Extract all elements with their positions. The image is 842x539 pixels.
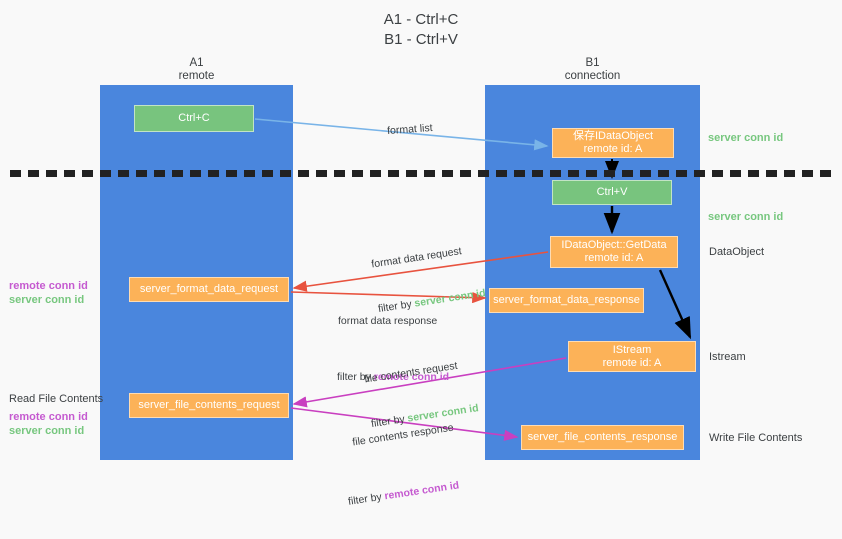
arrow-file-contents-request	[292, 357, 567, 408]
caption-format-data-response-line2: filter by remote conn id	[337, 370, 449, 385]
caption-filter-prefix-2: filter by	[337, 371, 374, 383]
phase-divider	[10, 170, 832, 177]
arrow-file-contents-response	[290, 407, 519, 441]
node-server-format-data-request[interactable]: server_format_data_request	[129, 277, 289, 302]
caption-format-data-request-line1: format data request	[370, 245, 463, 271]
caption-filter-prefix-4: filter by	[347, 490, 386, 508]
label-write-file-contents: Write File Contents	[709, 432, 803, 444]
caption-format-data-response: format data response filter by remote co…	[337, 284, 449, 415]
node-server-file-contents-request[interactable]: server_file_contents_request	[129, 393, 289, 418]
arrow-format-data-request	[292, 251, 549, 292]
caption-file-contents-request-line1: file contents request	[363, 359, 459, 386]
label-dataobject: DataObject	[709, 246, 765, 258]
diagram-canvas: A1 - Ctrl+C B1 - Ctrl+V A1 remote B1 con…	[9, 11, 832, 508]
arrow-getdata-to-istream	[658, 269, 692, 340]
label-remote-conn-id-upper: remote conn id	[9, 280, 88, 292]
node-idataobject-getdata[interactable]: IDataObject::GetData remote id: A	[550, 236, 678, 268]
arrow-layer	[254, 118, 692, 441]
caption-format-list-text: format list	[386, 121, 434, 138]
node-ctrl-v[interactable]: Ctrl+V	[552, 180, 672, 205]
arrow-format-list	[254, 118, 549, 151]
arrow-format-data-response	[290, 291, 487, 304]
caption-format-data-response-line1: format data response	[338, 315, 438, 327]
page-title: A1 - Ctrl+C B1 - Ctrl+V	[383, 11, 459, 48]
caption-filter-key-remote: remote conn id	[373, 371, 450, 383]
node-server-format-data-response[interactable]: server_format_data_response	[489, 288, 644, 313]
caption-file-contents-response-line2: filter by remote conn id	[347, 478, 463, 510]
label-server-conn-id-top: server conn id	[708, 132, 784, 144]
label-server-conn-id-upper: server conn id	[9, 294, 85, 306]
lane-a1-header: A1 remote	[178, 57, 215, 82]
node-server-file-contents-response[interactable]: server_file_contents_response	[521, 425, 684, 450]
caption-file-contents-response: file contents response filter by remote …	[347, 391, 468, 538]
label-conn-ids-upper: remote conn id server conn id	[9, 279, 88, 307]
node-ctrl-c[interactable]: Ctrl+C	[134, 105, 254, 132]
label-server-conn-id-lower: server conn id	[9, 425, 85, 437]
caption-file-contents-response-line1: file contents response	[351, 421, 455, 449]
label-istream: Istream	[709, 351, 746, 363]
node-istream[interactable]: IStream remote id: A	[568, 341, 696, 372]
label-server-conn-id-mid: server conn id	[708, 211, 784, 223]
caption-format-list: format list	[374, 106, 434, 155]
node-save-idataobject[interactable]: 保存IDataObject remote id: A	[552, 128, 674, 158]
label-remote-conn-id-lower: remote conn id	[9, 411, 88, 423]
label-read-file-contents: Read File Contents	[9, 393, 104, 405]
lane-b1-header: B1 connection	[564, 57, 621, 82]
caption-filter-key-remote-2: remote conn id	[383, 479, 460, 503]
label-conn-ids-lower: remote conn id server conn id	[9, 410, 88, 438]
